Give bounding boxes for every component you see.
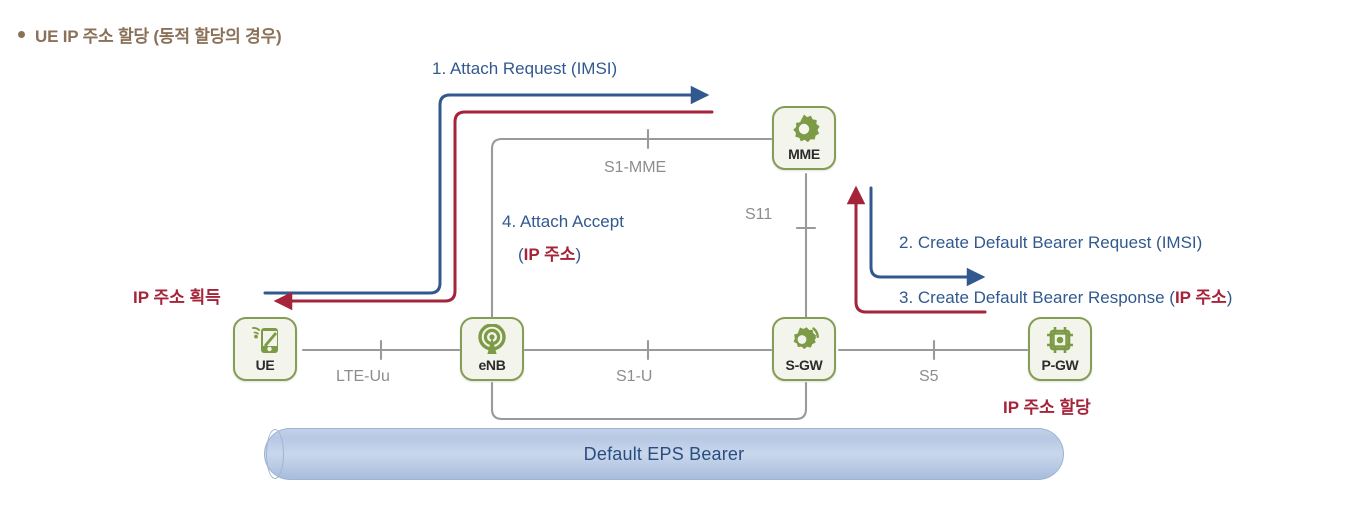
message-2-number: 2. (899, 233, 918, 252)
message-3-number: 3. (899, 288, 918, 307)
page-title-text: UE IP 주소 할당 (동적 할당의 경우) (35, 27, 282, 46)
message-4-number: 4. (502, 212, 520, 231)
message-2-text: Create Default Bearer Request (IMSI) (917, 233, 1203, 252)
message-label-3: 3. Create Default Bearer Response (IP 주소… (899, 283, 1232, 308)
node-ue-label: UE (255, 357, 275, 373)
message-3-text-post: ) (1226, 288, 1233, 307)
arrow-attach-accept (273, 110, 714, 311)
message-4-text: Attach Accept (519, 212, 624, 231)
link-lower-bearer-path (490, 381, 808, 421)
gear-icon (788, 112, 820, 146)
interface-label-s1-u: S1-U (616, 368, 653, 385)
bearer-label: Default EPS Bearer (583, 443, 745, 464)
cell-tower-icon (475, 323, 509, 357)
bearer-pipe-cap (266, 429, 284, 479)
interface-label-s1-mme: S1-MME (604, 159, 667, 176)
message-label-2: 2. Create Default Bearer Request (IMSI) (899, 233, 1202, 253)
message-4-highlight: IP 주소 (523, 245, 576, 264)
bullet-dot-icon (18, 31, 25, 38)
message-3-highlight: IP 주소 (1174, 288, 1227, 307)
message-4-paren-close: ) (575, 245, 582, 264)
arrow-attach-request (263, 85, 710, 295)
message-1-number: 1. (432, 59, 450, 78)
annotation-ip-acquire: IP 주소 획득 (133, 288, 221, 307)
node-pgw-label: P-GW (1041, 357, 1079, 373)
interface-label-s11: S11 (745, 206, 773, 223)
node-mme[interactable]: MME (772, 106, 836, 170)
message-4-paren-open: ( (518, 245, 524, 264)
mobile-phone-signal-icon (248, 323, 282, 357)
router-grid-icon (1044, 323, 1076, 357)
default-eps-bearer: Default EPS Bearer (264, 428, 1064, 480)
node-sgw-label: S-GW (785, 357, 823, 373)
message-label-4-line1: 4. Attach Accept (502, 212, 624, 232)
message-1-text: Attach Request (IMSI) (449, 59, 618, 78)
node-ue[interactable]: UE (233, 317, 297, 381)
message-label-4-line2: (IP 주소) (518, 240, 581, 265)
node-pgw[interactable]: P-GW (1028, 317, 1092, 381)
node-enb-label: eNB (478, 357, 506, 373)
gear-signal-icon (786, 323, 822, 357)
interface-label-lte-uu: LTE-Uu (336, 368, 390, 385)
bearer-pipe-body (264, 428, 1064, 480)
node-mme-label: MME (788, 146, 820, 162)
annotation-ip-allocate: IP 주소 할당 (1003, 398, 1091, 417)
message-label-1: 1. Attach Request (IMSI) (432, 59, 617, 79)
message-3-text-pre: Create Default Bearer Response ( (917, 288, 1175, 307)
interface-label-s5: S5 (919, 368, 939, 385)
page-title: UE IP 주소 할당 (동적 할당의 경우) (18, 22, 282, 47)
node-enb[interactable]: eNB (460, 317, 524, 381)
node-sgw[interactable]: S-GW (772, 317, 836, 381)
